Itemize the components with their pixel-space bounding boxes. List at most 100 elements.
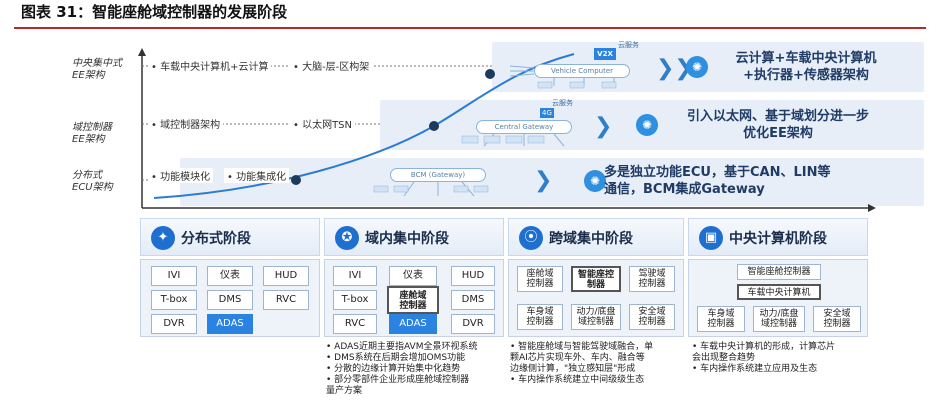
cell-dvr: DVR bbox=[151, 314, 197, 334]
cell-cluster: 仪表 bbox=[207, 266, 253, 286]
cell-hud: HUD bbox=[263, 266, 309, 286]
right-text-central-l2: +执行器+传感器架构 bbox=[743, 68, 869, 83]
level-dist-l2: ECU架构 bbox=[72, 182, 113, 193]
bullet: • 智能座舱域与智能驾驶域融合，单 bbox=[510, 342, 654, 352]
p4c2l2: 域控制器 bbox=[760, 319, 797, 329]
right-text-dist-l2: 通信，BCM集成Gateway bbox=[604, 182, 765, 197]
level-label-distributed: 分布式 ECU架构 bbox=[72, 170, 142, 194]
level-central-l2: EE架构 bbox=[72, 70, 105, 81]
annotation-central-left: • 车载中央计算机+云计算 bbox=[148, 58, 272, 73]
phase-domain-name: 域内集中阶段 bbox=[365, 231, 449, 247]
cell-rvc: RVC bbox=[333, 314, 377, 334]
right-text-domain: 引入以太网、基于域划分进一步 优化EE架构 bbox=[658, 108, 898, 142]
phase-distributed: ✦ 分布式阶段 bbox=[140, 218, 320, 256]
y-axis-arrowhead bbox=[138, 48, 146, 56]
p4c2l1: 动力/底盘 bbox=[759, 309, 799, 319]
c1l2: 控制器 bbox=[526, 279, 554, 289]
bullets-domain: • ADAS近期主要指AVM全景环视系统 • DMS系统在后期会增加OMS功能 … bbox=[326, 342, 477, 397]
computer-icon: ▣ bbox=[699, 226, 723, 250]
ann-central-right-text: 大脑-层-区构架 bbox=[302, 62, 370, 73]
title-rule bbox=[14, 27, 926, 29]
right-text-central: 云计算+车载中央计算机 +执行器+传感器架构 bbox=[706, 50, 906, 84]
bullets-central: • 车载中央计算机的形成，计算芯片 会出现整合趋势 • 车内操作系统建立应用及生… bbox=[692, 342, 835, 375]
cell-adas: ADAS bbox=[389, 314, 437, 334]
ann-dist-right-text: 功能集成化 bbox=[236, 172, 287, 183]
p4c3l2: 控制器 bbox=[823, 319, 851, 329]
cell-smart-cockpit: 智能座控制器 bbox=[571, 266, 621, 292]
c5l1: 动力/底盘 bbox=[576, 307, 616, 317]
central-gateway-box: Central Gateway bbox=[476, 120, 572, 134]
x-axis-arrowhead bbox=[868, 204, 876, 212]
panel-domain: IVI 仪表 HUD T-box 座舱域 控制器 DMS RVC ADAS DV… bbox=[324, 259, 504, 337]
c3l1: 驾驶域 bbox=[638, 269, 666, 279]
right-text-central-l1: 云计算+车载中央计算机 bbox=[735, 51, 877, 66]
figure-title: 图表 31：智能座舱域控制器的发展阶段 bbox=[21, 3, 288, 21]
cell-tbox: T-box bbox=[333, 290, 377, 310]
c3l2: 控制器 bbox=[638, 279, 666, 289]
ann-dist-left-text: 功能模块化 bbox=[160, 172, 211, 183]
cell-cockpit-dc: 座舱域控制器 bbox=[517, 266, 563, 292]
cell-body-dc: 车身域控制器 bbox=[517, 304, 563, 330]
panel-distributed: IVI 仪表 HUD T-box DMS RVC DVR ADAS bbox=[140, 259, 320, 337]
cell-smart-cockpit-ctrl: 智能座舱控制器 bbox=[737, 264, 821, 280]
c6l1: 安全域 bbox=[638, 307, 666, 317]
bullet: 颗AI芯片实现车外、车内、融合等 bbox=[510, 353, 645, 363]
c1l1: 座舱域 bbox=[526, 269, 554, 279]
level-label-central: 中央集中式 EE架构 bbox=[72, 58, 142, 82]
diagram-stage: 中央集中式 EE架构 域控制器 EE架构 分布式 ECU架构 • 车载中央计算机… bbox=[14, 30, 926, 409]
p4c1l1: 车身域 bbox=[707, 309, 735, 319]
phase-domain: ✪ 域内集中阶段 bbox=[324, 218, 504, 256]
c2l2: 制器 bbox=[586, 280, 605, 290]
c4l2: 控制器 bbox=[526, 317, 554, 327]
level-domain-l2: EE架构 bbox=[72, 134, 105, 145]
cell-cluster: 仪表 bbox=[389, 266, 437, 286]
4g-tag: 4G bbox=[540, 108, 554, 118]
right-text-domain-l2: 优化EE架构 bbox=[743, 126, 813, 141]
curve-point-3 bbox=[485, 69, 495, 79]
phase-cross-domain-name: 跨域集中阶段 bbox=[549, 231, 633, 247]
c5l2: 域控制器 bbox=[577, 317, 614, 327]
panel-cross-domain: 座舱域控制器 智能座控制器 驾驶域控制器 车身域控制器 动力/底盘域控制器 安全… bbox=[508, 259, 684, 337]
cell-rvc: RVC bbox=[263, 290, 309, 310]
ann-central-left-text: 车载中央计算机+云计算 bbox=[160, 62, 269, 73]
cell-adas: ADAS bbox=[207, 314, 253, 334]
bullet: • 车载中央计算机的形成，计算芯片 bbox=[692, 342, 836, 352]
phase-central-name: 中央计算机阶段 bbox=[729, 231, 827, 247]
cell-safety-dc: 安全域控制器 bbox=[813, 306, 861, 332]
level-label-domain: 域控制器 EE架构 bbox=[72, 122, 142, 146]
curve-point-1 bbox=[291, 175, 301, 185]
annotation-dist-right: • 功能集成化 bbox=[224, 168, 290, 183]
p4c3l1: 安全域 bbox=[823, 309, 851, 319]
bullet: • 部分零部件企业形成座舱域控制器 bbox=[326, 375, 470, 385]
v2x-tag: V2X bbox=[594, 48, 616, 60]
cell-power-dc: 动力/底盘域控制器 bbox=[571, 304, 621, 330]
bullet: 量产方案 bbox=[326, 386, 363, 396]
cell-safety-dc: 安全域控制器 bbox=[629, 304, 675, 330]
cockpit-dc-l2: 控制器 bbox=[399, 301, 427, 311]
cockpit-dc-l1: 座舱域 bbox=[399, 291, 427, 301]
cell-hud: HUD bbox=[451, 266, 495, 286]
vehicle-computer-box: Vehicle Computer bbox=[534, 64, 630, 78]
chevron-arrow-icon: ❯❯ bbox=[656, 56, 693, 81]
lightbulb-gear-icon: ✺ bbox=[584, 170, 606, 192]
ann-domain-right-text: 以太网TSN bbox=[302, 120, 353, 131]
chevron-arrow-icon: ❯ bbox=[534, 168, 553, 193]
cell-body-dc: 车身域控制器 bbox=[697, 306, 745, 332]
right-text-dist-l1: 多是独立功能ECU，基于CAN、LIN等 bbox=[604, 165, 831, 180]
level-domain-l1: 域控制器 bbox=[72, 122, 112, 133]
bullet: • 车内操作系统建立中间级级生态 bbox=[510, 375, 645, 385]
cloud-label-1: 云服务 bbox=[618, 41, 639, 49]
c2l1: 智能座控 bbox=[577, 270, 614, 280]
bullets-cross-domain: • 智能座舱域与智能驾驶域融合，单 颗AI芯片实现车外、车内、融合等 边缘侧计算… bbox=[510, 342, 653, 386]
bullet: • DMS系统在后期会增加OMS功能 bbox=[326, 353, 466, 363]
cell-power-dc: 动力/底盘域控制器 bbox=[753, 306, 805, 332]
bullet: 边缘侧计算，"独立感知层"形成 bbox=[510, 364, 636, 374]
cell-central-computer: 车载中央计算机 bbox=[737, 284, 821, 300]
right-text-domain-l1: 引入以太网、基于域划分进一步 bbox=[686, 109, 869, 124]
mini-connectors bbox=[373, 65, 617, 197]
c4l1: 车身域 bbox=[526, 307, 554, 317]
band-distributed bbox=[180, 158, 924, 206]
c6l2: 控制器 bbox=[638, 317, 666, 327]
person-icon: ✪ bbox=[335, 226, 359, 250]
annotation-domain-right: • 以太网TSN bbox=[290, 116, 356, 131]
